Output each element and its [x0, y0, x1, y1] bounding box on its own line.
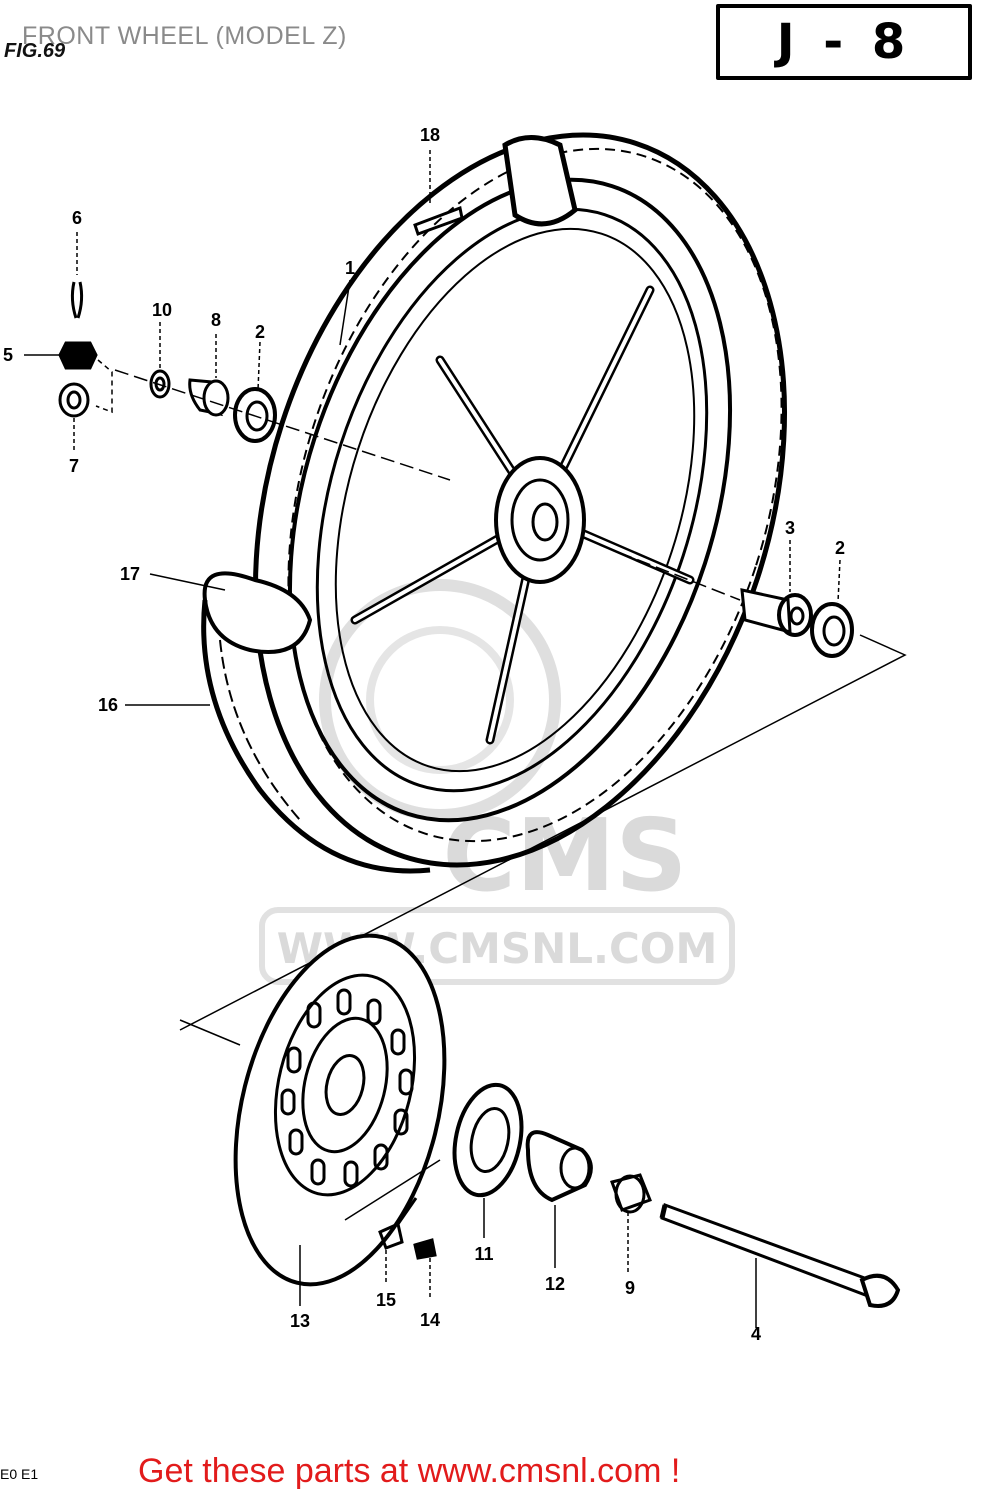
footer-parts-link[interactable]: Get these parts at www.cmsnl.com ! [138, 1452, 681, 1490]
brake-disc [233, 933, 447, 1287]
callout-9: 9 [625, 1278, 635, 1298]
left-axle-parts [24, 232, 451, 481]
castle-nut [58, 341, 98, 370]
callout-16: 16 [98, 695, 118, 715]
plate-11 [452, 1082, 524, 1198]
callout-18: 18 [420, 125, 440, 145]
callout-11: 11 [474, 1244, 493, 1264]
leader-lines [125, 279, 351, 1306]
figure-label: FIG.69 [4, 40, 66, 62]
hub-side-parts [452, 1082, 652, 1272]
callout-2-left: 2 [255, 322, 265, 342]
footer-model-code: E0 E1 [0, 1466, 39, 1482]
callout-14: 14 [420, 1310, 440, 1330]
valve-part [413, 150, 464, 236]
callout-8: 8 [211, 310, 221, 330]
lock-washer [58, 382, 90, 418]
wheel-assembly [201, 132, 788, 874]
page-title: FRONT WHEEL (MODEL Z) [22, 22, 347, 50]
callout-labels: 18 6 1 10 8 2 5 7 3 2 17 16 13 15 14 11 … [3, 125, 845, 1344]
rim-outer [287, 177, 733, 823]
callout-17: 17 [120, 564, 140, 584]
callout-3: 3 [785, 518, 795, 538]
page-code-box: J - 8 [716, 4, 972, 80]
callout-1: 1 [345, 258, 355, 278]
right-axle-parts [179, 540, 907, 1046]
callout-10: 10 [152, 300, 172, 320]
tire-section [202, 571, 313, 654]
rim-well [334, 227, 696, 773]
hub-flange [494, 456, 586, 584]
disc-bolts [344, 1159, 441, 1300]
bearing-2-left [233, 387, 277, 443]
bearing-2-right [810, 602, 854, 658]
callout-15: 15 [376, 1290, 396, 1310]
callout-4: 4 [751, 1324, 761, 1344]
cotter-pin [70, 281, 84, 319]
callout-6: 6 [72, 208, 82, 228]
callout-13: 13 [290, 1311, 310, 1331]
callout-12: 12 [545, 1274, 565, 1294]
tire-outer [252, 132, 788, 868]
callout-7: 7 [69, 456, 79, 476]
spacer-10 [149, 369, 171, 399]
watermark-brand: CMS [443, 797, 688, 914]
rim-inner [315, 207, 709, 793]
seal-12 [525, 1130, 593, 1203]
callout-5: 5 [3, 345, 13, 365]
axle [659, 1203, 901, 1328]
callout-2-right: 2 [835, 538, 845, 558]
tire-tread-edge [287, 147, 783, 843]
